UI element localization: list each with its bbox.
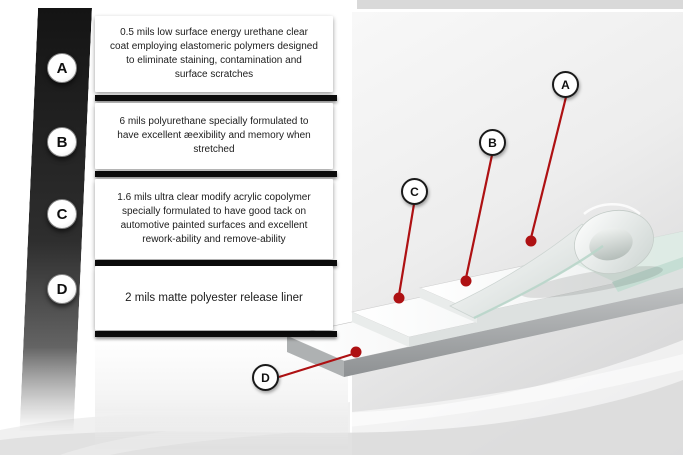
- legend-text-a: 0.5 mils low surface energy urethane cle…: [110, 27, 318, 80]
- callout-badge-a: A: [552, 71, 579, 98]
- legend-box-d: 2 mils matte polyester release liner: [95, 266, 333, 330]
- callout-badge-b-letter: B: [488, 135, 497, 150]
- legend-text-d: 2 mils matte polyester release liner: [125, 291, 303, 304]
- legend-badge-d-letter: D: [56, 280, 68, 298]
- right-gray-background: [352, 12, 683, 455]
- callout-badge-d: D: [252, 364, 279, 391]
- legend-divider-3: [95, 260, 337, 266]
- top-gray-strip: [357, 0, 683, 9]
- legend-badge-a-letter: A: [56, 59, 68, 77]
- legend-badge-b: B: [47, 127, 77, 157]
- legend-box-a: 0.5 mils low surface energy urethane cle…: [95, 16, 333, 92]
- legend-badge-d: D: [47, 274, 77, 304]
- legend-badge-c: C: [47, 199, 77, 229]
- legend-divider-2: [95, 171, 337, 177]
- callout-badge-b: B: [479, 129, 506, 156]
- legend-badge-b-letter: B: [56, 133, 68, 151]
- callout-badge-d-letter: D: [261, 370, 270, 385]
- legend-text-b: 6 mils polyurethane specially formulated…: [117, 116, 311, 155]
- legend-divider-4: [95, 331, 337, 337]
- callout-badge-a-letter: A: [561, 77, 570, 92]
- legend-badge-a: A: [47, 53, 77, 83]
- legend-badge-c-letter: C: [56, 205, 68, 223]
- legend-box-b: 6 mils polyurethane specially formulated…: [95, 103, 333, 169]
- callout-badge-c: C: [401, 178, 428, 205]
- callout-badge-c-letter: C: [410, 184, 419, 199]
- legend-text-c: 1.6 mils ultra clear modify acrylic copo…: [117, 192, 311, 245]
- legend-bottom-panel: [95, 337, 348, 449]
- legend-divider-1: [95, 95, 337, 101]
- legend-box-c: 1.6 mils ultra clear modify acrylic copo…: [95, 179, 333, 259]
